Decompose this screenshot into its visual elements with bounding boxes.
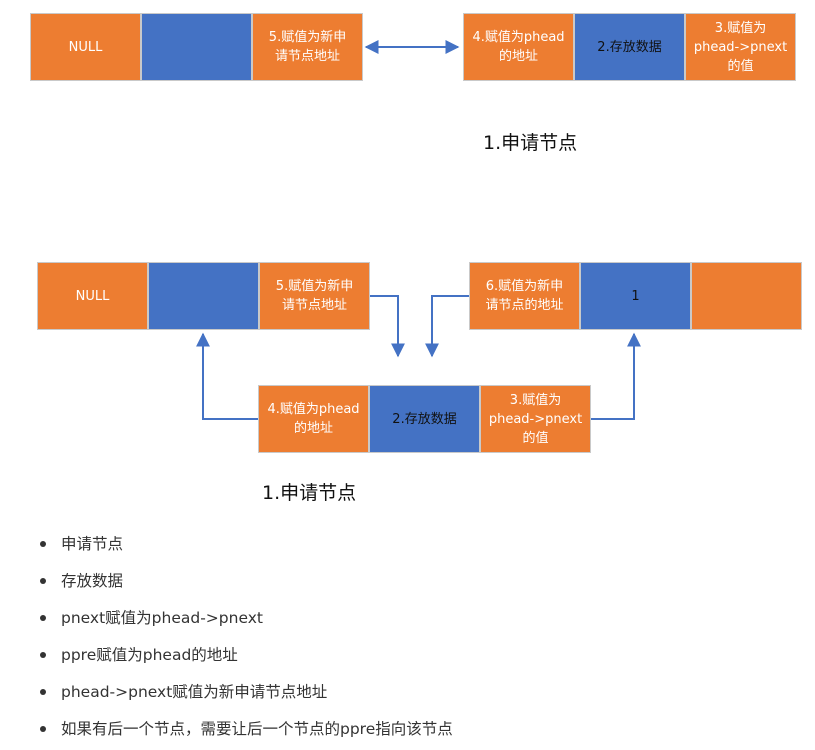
list-item: 存放数据 xyxy=(37,565,797,602)
list-item: 如果有后一个节点，需要让后一个节点的ppre指向该节点 xyxy=(37,713,797,750)
d2-new-next-to-right-arrow xyxy=(591,332,641,420)
d2-new-node-data-cell: 2.存放数据 xyxy=(369,385,480,453)
d2-left-next-to-new-arrow xyxy=(370,295,405,358)
list-item: 申请节点 xyxy=(37,528,797,565)
d1-left-node-data-cell xyxy=(141,13,252,81)
d2-left-node-data-cell xyxy=(148,262,259,330)
d1-caption: 1.申请节点 xyxy=(483,132,578,154)
list-item: phead->pnext赋值为新申请节点地址 xyxy=(37,676,797,713)
list-item: ppre赋值为phead的地址 xyxy=(37,639,797,676)
step-text: 如果有后一个节点，需要让后一个节点的ppre指向该节点 xyxy=(61,720,453,738)
d2-right-prev-to-new-arrow xyxy=(425,295,469,358)
step-text: pnext赋值为phead->pnext xyxy=(61,609,263,627)
d2-right-node-prev-cell: 6.赋值为新申 请节点的地址 xyxy=(469,262,580,330)
steps-list: 申请节点 存放数据 pnext赋值为phead->pnext ppre赋值为ph… xyxy=(37,528,797,750)
d1-left-node-next-cell: 5.赋值为新申 请节点地址 xyxy=(252,13,363,81)
bullet-icon xyxy=(40,726,46,732)
step-text: ppre赋值为phead的地址 xyxy=(61,646,238,664)
d1-new-node-prev-cell: 4.赋值为phead 的地址 xyxy=(463,13,574,81)
d1-new-node-data-cell: 2.存放数据 xyxy=(574,13,685,81)
bullet-icon xyxy=(40,689,46,695)
d2-right-node-data-cell: 1 xyxy=(580,262,691,330)
bullet-icon xyxy=(40,541,46,547)
d2-new-prev-to-left-arrow xyxy=(196,332,258,420)
d2-new-node-next-cell: 3.赋值为 phead->pnext 的值 xyxy=(480,385,591,453)
list-item: pnext赋值为phead->pnext xyxy=(37,602,797,639)
step-text: phead->pnext赋值为新申请节点地址 xyxy=(61,683,328,701)
d1-new-node-next-cell: 3.赋值为 phead->pnext 的值 xyxy=(685,13,796,81)
bullet-icon xyxy=(40,615,46,621)
bullet-icon xyxy=(40,578,46,584)
step-text: 申请节点 xyxy=(61,535,124,553)
step-text: 存放数据 xyxy=(61,572,124,590)
d2-left-node-next-cell: 5.赋值为新申 请节点地址 xyxy=(259,262,370,330)
d2-right-node-next-cell xyxy=(691,262,802,330)
d2-left-node-prev-cell: NULL xyxy=(37,262,148,330)
d1-left-node-prev-cell: NULL xyxy=(30,13,141,81)
d2-new-node-prev-cell: 4.赋值为phead 的地址 xyxy=(258,385,369,453)
d2-caption: 1.申请节点 xyxy=(262,482,357,504)
bullet-icon xyxy=(40,652,46,658)
